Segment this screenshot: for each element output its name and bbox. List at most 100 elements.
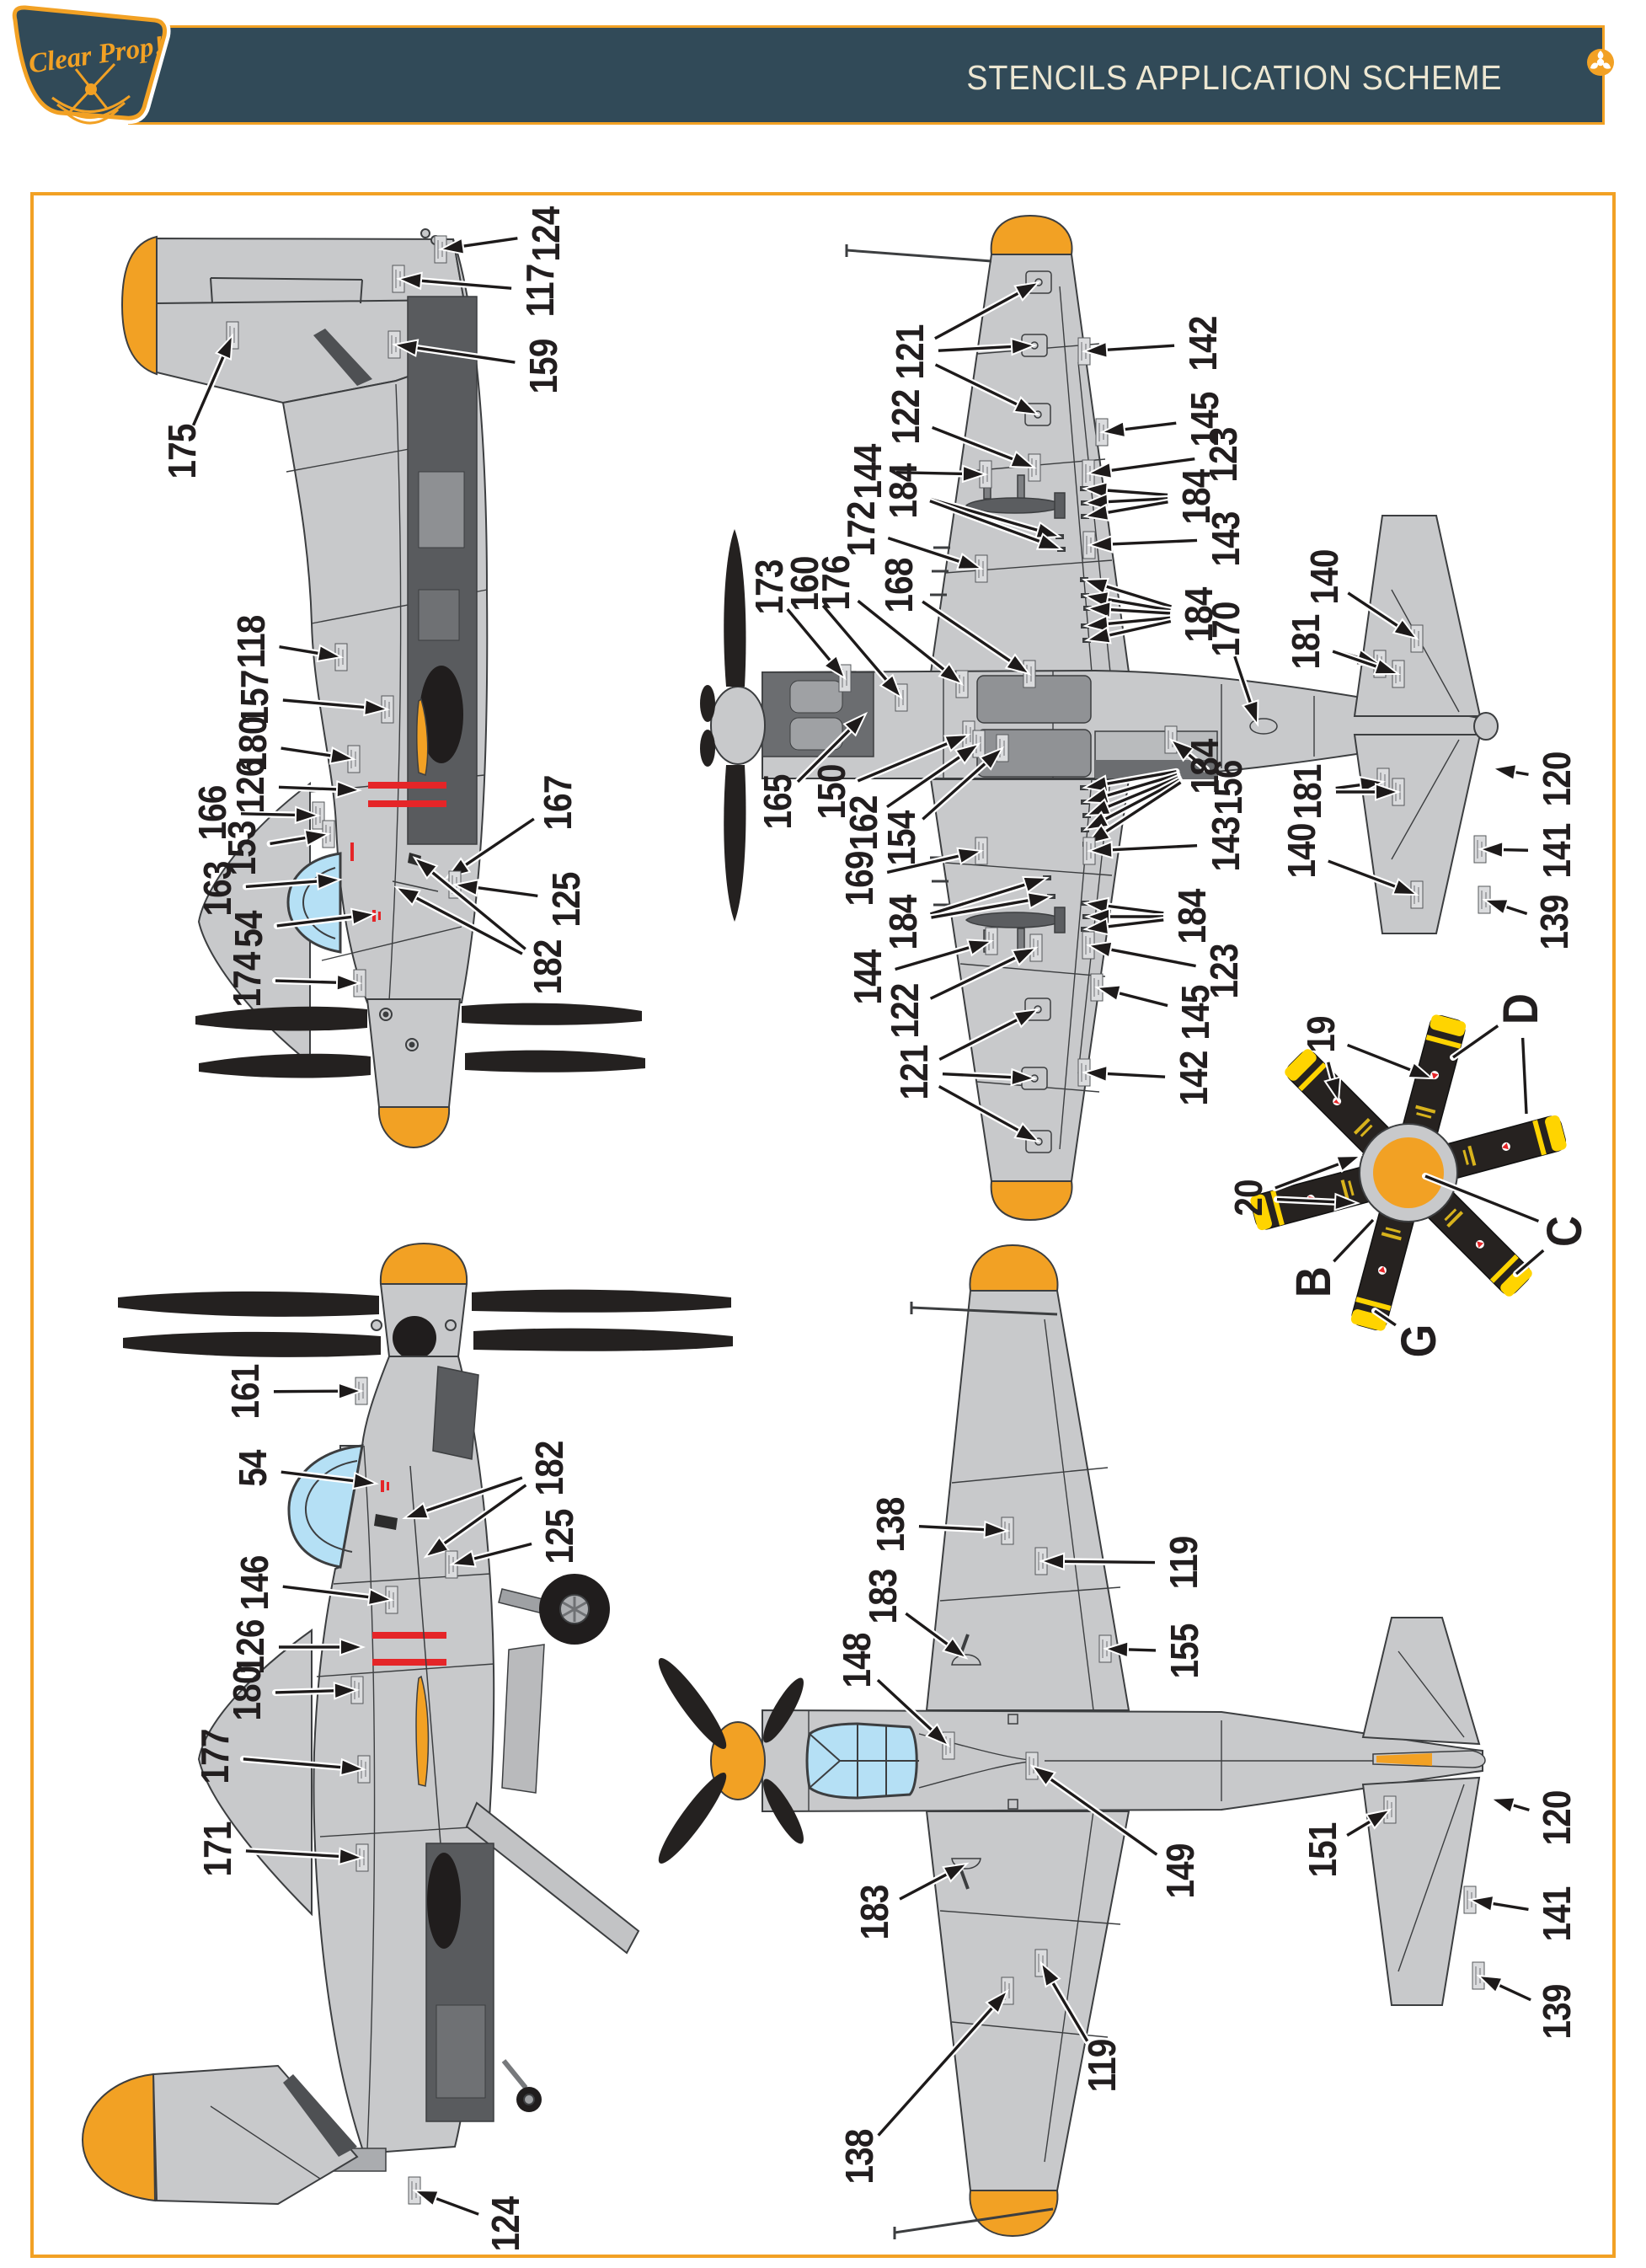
arrowhead	[402, 1501, 430, 1520]
callout-54: 54	[231, 1450, 275, 1487]
leader-line	[1098, 778, 1180, 824]
rudder-tip	[120, 235, 158, 376]
leader-line	[1493, 1981, 1531, 2002]
arrowhead	[392, 339, 420, 357]
callout-181: 181	[1285, 764, 1329, 820]
wingtip-cap	[969, 2190, 1059, 2238]
arrowhead	[412, 856, 439, 880]
callout-170: 170	[1204, 602, 1248, 657]
leader-line	[796, 724, 856, 784]
page-title: STENCILS APPLICATION SCHEME	[966, 58, 1503, 97]
main-landing-gear	[498, 1574, 610, 1794]
leader-line	[1118, 421, 1177, 432]
arrowhead	[1086, 840, 1114, 859]
leader-line	[1100, 344, 1175, 352]
arrowhead	[1241, 698, 1259, 727]
propeller-diagram	[1250, 1014, 1567, 1331]
callout-159: 159	[521, 339, 565, 394]
leader-line	[1101, 596, 1171, 612]
callout-19: 19	[1299, 1016, 1343, 1053]
leader-line	[275, 979, 344, 985]
arrowhead	[1086, 940, 1114, 960]
leader-line	[934, 289, 1025, 340]
leader-line	[245, 879, 324, 889]
arrowhead	[966, 939, 994, 957]
callout-165: 165	[756, 774, 799, 830]
arrowhead	[335, 973, 363, 992]
arrowhead	[1082, 503, 1110, 522]
callout-122: 122	[883, 983, 927, 1039]
brand-roundel-icon	[1587, 49, 1614, 76]
callout-145: 145	[1173, 985, 1217, 1040]
leader-line	[938, 1015, 1023, 1062]
arrowhead	[337, 1382, 365, 1401]
leader-line	[275, 1688, 341, 1694]
arrowhead	[1029, 1764, 1057, 1788]
callout-117: 117	[518, 264, 562, 318]
arrowhead	[338, 1847, 366, 1866]
arrowhead	[1013, 281, 1041, 302]
leader-line	[887, 537, 966, 565]
callout-121: 121	[888, 324, 932, 380]
arrowhead	[1372, 657, 1401, 676]
arrowhead	[1333, 1192, 1361, 1212]
callout-139: 139	[1535, 1984, 1579, 2040]
callout-C: C	[1537, 1217, 1592, 1247]
leader-line	[1100, 773, 1178, 799]
leader-line	[1424, 1174, 1540, 1223]
propeller-blades	[658, 1658, 804, 1864]
arrowhead	[393, 885, 421, 907]
arrowhead	[1392, 618, 1419, 640]
leader-line	[1374, 1309, 1397, 1327]
leader-line	[821, 604, 892, 686]
arrowhead	[1086, 461, 1114, 479]
leader-line	[1100, 770, 1177, 787]
formation-light	[420, 228, 430, 238]
leader-line	[899, 1869, 954, 1901]
leader-line	[1486, 1901, 1529, 1912]
arrowhead	[1334, 1154, 1363, 1174]
leader-line	[1100, 488, 1168, 497]
callout-121: 121	[892, 1045, 936, 1100]
leader-line	[1105, 843, 1198, 852]
callout-148: 148	[835, 1633, 879, 1688]
leader-line	[1101, 500, 1168, 516]
wingtip-cap	[969, 1244, 1059, 1292]
callout-182: 182	[526, 939, 569, 995]
arrowhead	[303, 828, 331, 848]
arrowhead	[1082, 774, 1109, 793]
leader-line	[426, 867, 526, 950]
callout-169: 169	[837, 851, 881, 907]
arrowhead	[1084, 600, 1112, 619]
callout-138: 138	[868, 1497, 912, 1553]
callout-174: 174	[225, 952, 269, 1008]
arrowhead	[925, 1722, 951, 1748]
leader-line	[1048, 1976, 1089, 2042]
arrowhead	[1011, 946, 1039, 966]
arrowhead	[395, 271, 423, 291]
callout-184: 184	[881, 895, 925, 950]
leader-line	[1101, 918, 1164, 929]
leader-line	[1101, 497, 1168, 504]
pitot-tube	[845, 244, 992, 263]
arrowhead	[1094, 984, 1122, 1003]
leader-line	[467, 1542, 532, 1562]
arrowhead	[1039, 1960, 1061, 1988]
arrowhead	[1081, 1064, 1109, 1083]
callout-139: 139	[1532, 895, 1576, 950]
leader-line	[929, 881, 1032, 916]
red-stencil-lines	[350, 782, 446, 922]
arrowhead	[1490, 762, 1518, 782]
arrowhead	[1102, 1639, 1130, 1659]
leader-line	[1347, 1043, 1418, 1074]
arrowhead	[1008, 450, 1037, 469]
callout-124: 124	[524, 206, 568, 262]
callout-172: 172	[839, 501, 883, 557]
arrowhead	[1013, 1121, 1041, 1143]
leader-line	[922, 600, 1017, 666]
arrowhead	[1375, 783, 1402, 801]
callout-120: 120	[1535, 1790, 1579, 1846]
leader-line	[1515, 1249, 1545, 1276]
callout-143: 143	[1204, 511, 1248, 567]
